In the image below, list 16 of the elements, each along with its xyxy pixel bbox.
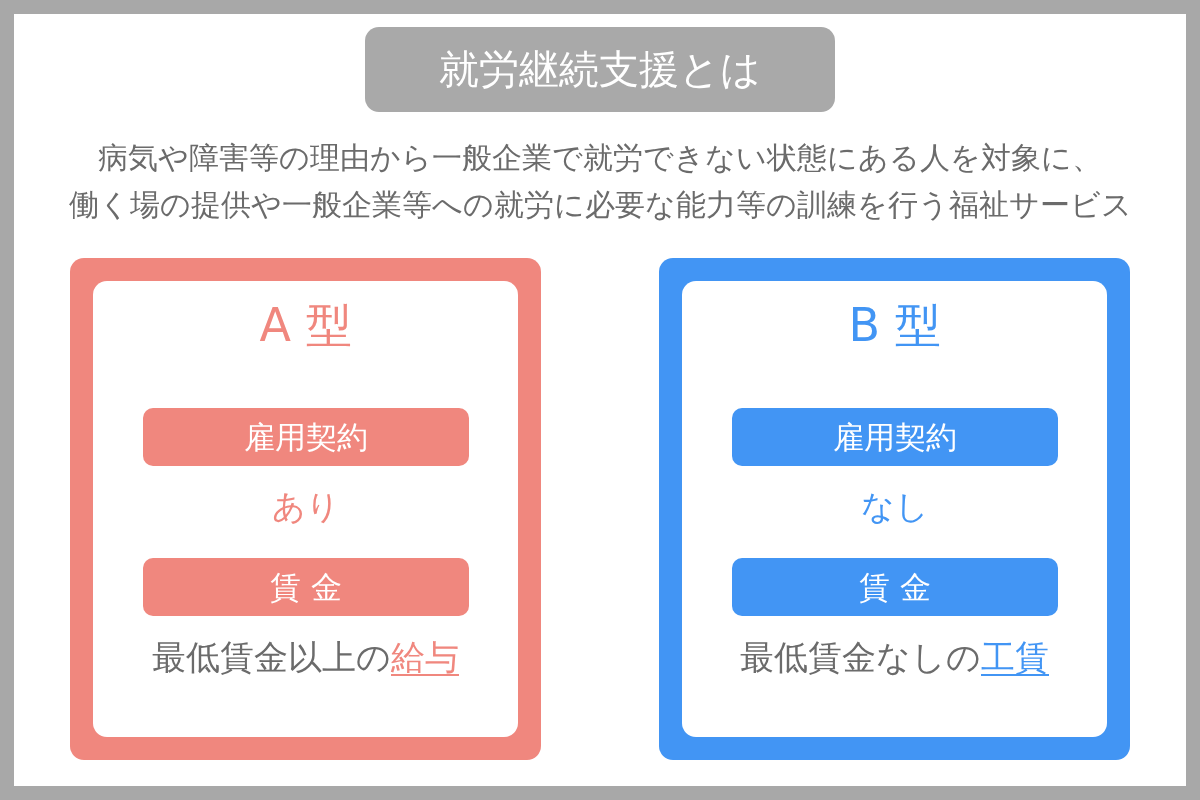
- category-label: 賃 金: [143, 558, 469, 616]
- value-text: 最低賃金以上の給与: [152, 636, 459, 679]
- category-label: 賃 金: [732, 558, 1058, 616]
- value-text: あり: [271, 486, 340, 528]
- panel-heading: A 型: [259, 297, 352, 354]
- panel-heading: B 型: [848, 297, 941, 354]
- category-label: 雇用契約: [732, 408, 1058, 466]
- text-link: 工賃: [981, 637, 1049, 677]
- description-text: 病気や障害等の理由から一般企業で就労できない状態にある人を対象に、働く場の提供や一般企業等への就労に必要な能力等の訓練を行う福祉サービス: [67, 139, 1133, 224]
- value-text: 最低賃金なしの工賃: [740, 636, 1049, 679]
- category-label: 雇用契約: [143, 408, 469, 466]
- type-panel: [659, 258, 1130, 760]
- type-panel: [70, 258, 541, 760]
- text-link: 給与: [391, 637, 459, 677]
- value-text: なし: [860, 486, 929, 528]
- title-banner: 就労継続支援とは: [365, 27, 835, 112]
